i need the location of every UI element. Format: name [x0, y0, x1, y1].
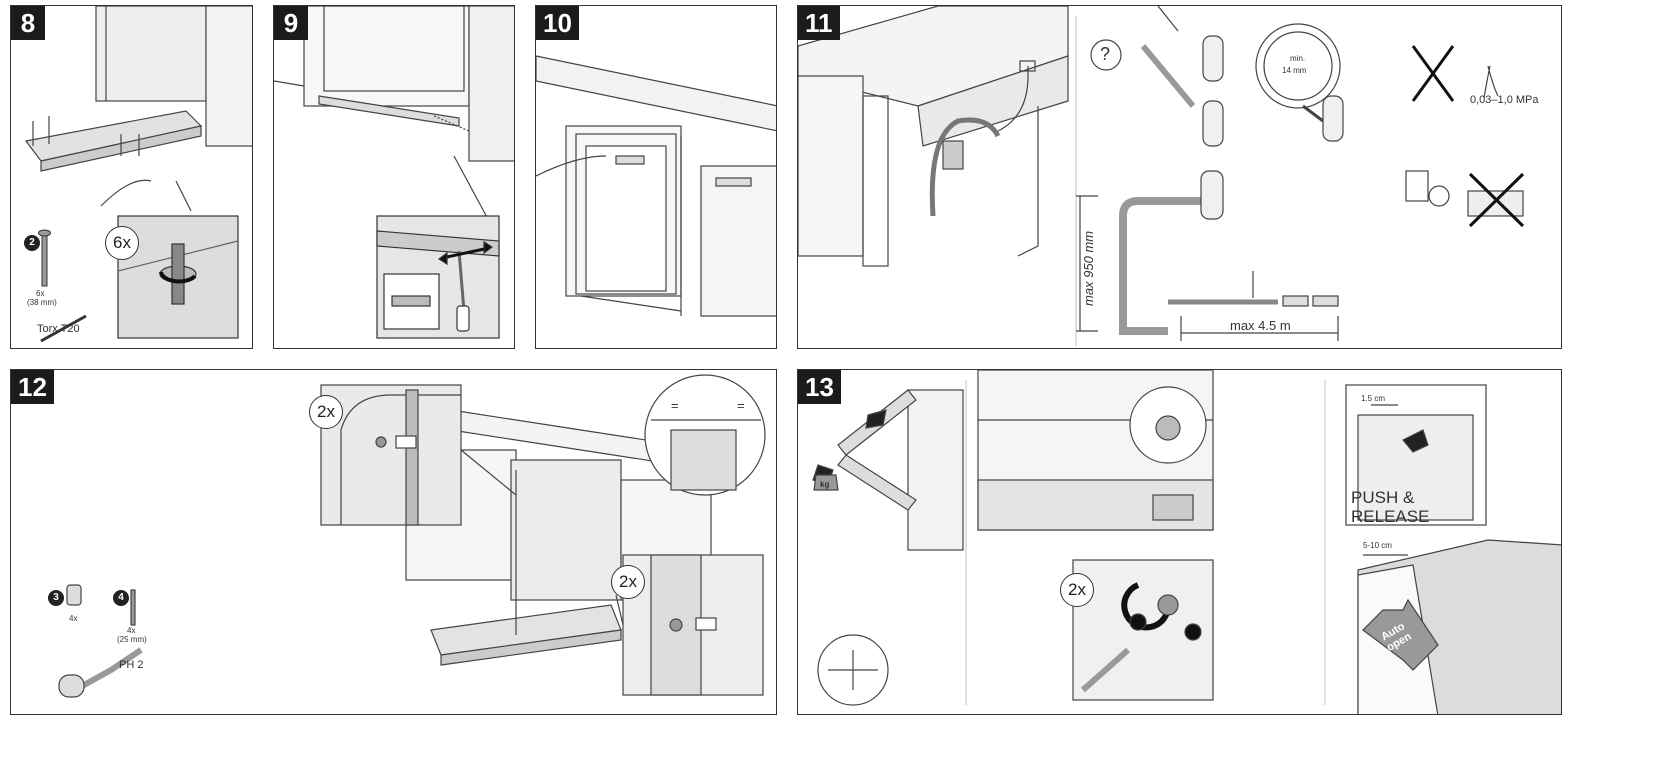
- step-12-panel: 12 2x: [10, 369, 777, 715]
- step-number: 13: [798, 370, 841, 404]
- step-9-panel: 9: [273, 5, 515, 349]
- side-fixing-illustration: [58, 374, 766, 698]
- step-8-panel: 8 6x 2 6x (38 mm) Torx T20: [10, 5, 253, 349]
- equal-left: =: [671, 398, 679, 413]
- gap-small-label: 1.5 cm: [1361, 394, 1386, 403]
- step-11-panel: 11: [797, 5, 1562, 349]
- part-4-quantity: 4x: [127, 626, 136, 635]
- step-10-panel: 10: [535, 5, 777, 349]
- quantity-badge-top: 2x: [309, 395, 343, 429]
- question-mark: ?: [1100, 44, 1111, 64]
- part-4-badge: 4: [113, 590, 129, 606]
- part-4-size: (25 mm): [117, 635, 147, 644]
- quantity-badge: 2x: [1060, 573, 1094, 607]
- door-spring-adjustment-illustration: [812, 370, 1561, 714]
- dishwasher-screw-illustration: [24, 6, 252, 343]
- gap-large-label: 5-10 cm: [1363, 541, 1392, 550]
- max-height-label: max 950 mm: [1081, 230, 1096, 306]
- tool-label: Torx T20: [37, 323, 80, 335]
- part-number-badge: 2: [24, 235, 40, 251]
- min-label: min.: [1290, 54, 1306, 63]
- screw-quantity: 6x: [36, 289, 45, 298]
- part-3-quantity: 4x: [69, 614, 78, 623]
- tool-label: PH 2: [119, 659, 144, 671]
- push-release-label: PUSH & RELEASE: [1351, 488, 1430, 526]
- step-number: 8: [11, 6, 45, 40]
- step-number: 11: [798, 6, 840, 40]
- step-number: 12: [11, 370, 54, 404]
- min-diameter: 14 mm: [1282, 66, 1307, 75]
- equal-right: =: [737, 398, 745, 413]
- quantity-badge: 6x: [105, 226, 139, 260]
- screw-size: (38 mm): [27, 298, 57, 307]
- door-panel-fitting-illustration: [536, 55, 776, 317]
- quantity-badge-bottom: 2x: [611, 565, 645, 599]
- step-number: 10: [536, 6, 579, 40]
- cabinet-side-adjustment-illustration: [274, 6, 514, 339]
- water-pressure-label: 0,03–1,0 MPa: [1470, 94, 1539, 106]
- step-number: 9: [274, 6, 308, 40]
- step-13-panel: 13: [797, 369, 1562, 715]
- part-3-badge: 3: [48, 590, 64, 606]
- max-length-label: max 4.5 m: [1230, 318, 1291, 333]
- water-connection-illustration: [798, 6, 1525, 346]
- weight-label: kg: [820, 480, 830, 489]
